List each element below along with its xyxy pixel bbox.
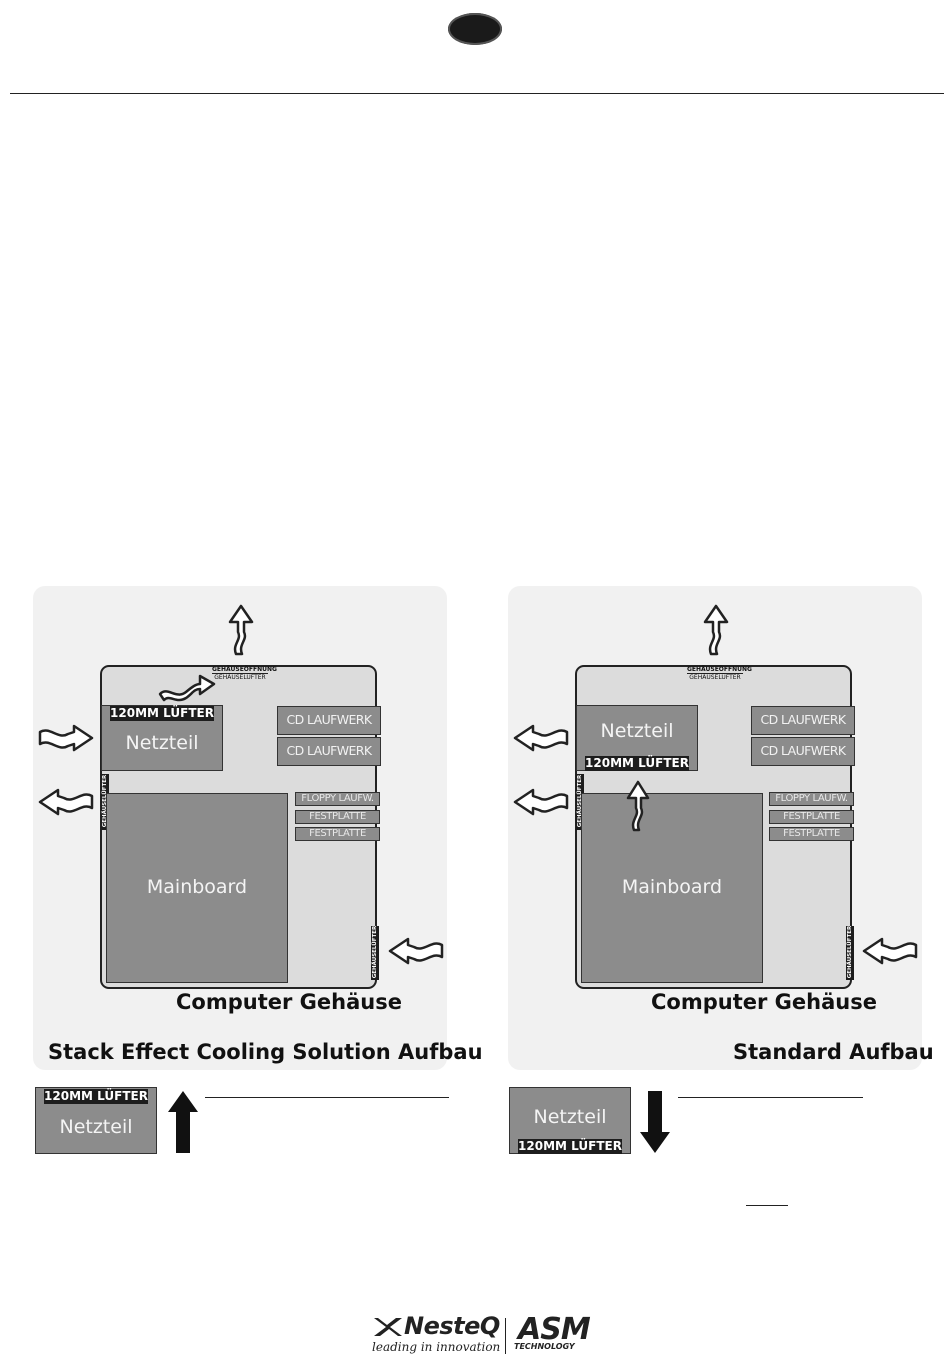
left-psu-label: Netzteil	[125, 732, 199, 754]
left-hdd-2: FESTPLATTE	[295, 827, 380, 841]
right-side-fan-lower: GEHÄUSELÜFTER	[846, 925, 854, 980]
left-legend-line	[205, 1097, 449, 1098]
nesteq-logo-mark	[374, 1318, 402, 1336]
left-side-fan-upper: GEHÄUSELÜFTER	[101, 774, 109, 830]
left-mainboard-label: Mainboard	[146, 876, 248, 898]
right-psu-fan-tag: 120MM LÜFTER	[585, 756, 689, 771]
airflow-arrow-icon	[703, 604, 729, 656]
right-cd-drive-1: CD LAUFWERK	[751, 706, 855, 735]
left-panel-title: Stack Effect Cooling Solution Aufbau	[48, 1040, 483, 1064]
right-legend-psu-label: Netzteil	[533, 1106, 607, 1128]
left-case-title: Computer Gehäuse	[176, 990, 402, 1014]
airflow-arrow-icon	[513, 724, 569, 752]
nesteq-tagline: leading in innovation	[372, 1340, 501, 1354]
airflow-arrow-icon	[862, 937, 918, 965]
right-hdd-1: FESTPLATTE	[769, 810, 854, 824]
left-side-fan-lower: GEHÄUSELÜFTER	[371, 925, 379, 980]
airflow-arrow-icon	[158, 674, 216, 702]
left-mainboard	[106, 793, 288, 983]
right-vent-label: GEHÄUSEÖFFNUNG GEHÄUSELÜFTER	[687, 666, 752, 681]
left-psu-fan-tag: 120MM LÜFTER	[110, 706, 214, 721]
down-arrow-icon	[640, 1091, 670, 1153]
right-panel-title: Standard Aufbau	[733, 1040, 934, 1064]
right-mainboard-label: Mainboard	[621, 876, 723, 898]
asm-logo: ASM	[518, 1312, 591, 1347]
logo-divider	[505, 1318, 506, 1354]
airflow-arrow-icon	[388, 937, 444, 965]
nesteq-logo: NesteQ	[404, 1312, 500, 1340]
left-cd-drive-2: CD LAUFWERK	[277, 737, 381, 766]
short-underline	[746, 1205, 788, 1206]
right-legend-line	[678, 1097, 863, 1098]
up-arrow-icon	[168, 1091, 198, 1153]
airflow-arrow-icon	[626, 780, 650, 832]
airflow-arrow-icon	[38, 724, 94, 752]
right-mainboard	[581, 793, 763, 983]
header-rule	[10, 93, 944, 94]
right-side-fan-upper: GEHÄUSELÜFTER	[576, 774, 584, 830]
airflow-arrow-icon	[38, 788, 94, 816]
right-legend-fan-tag: 120MM LÜFTER	[518, 1139, 622, 1154]
airflow-arrow-icon	[513, 788, 569, 816]
airflow-arrow-icon	[228, 604, 254, 656]
left-cd-drive-1: CD LAUFWERK	[277, 706, 381, 735]
left-legend-psu-label: Netzteil	[59, 1116, 133, 1138]
left-hdd-1: FESTPLATTE	[295, 810, 380, 824]
right-floppy-drive: FLOPPY LAUFW.	[769, 792, 854, 806]
right-psu-label: Netzteil	[600, 720, 674, 742]
left-legend-fan-tag: 120MM LÜFTER	[44, 1089, 148, 1104]
asm-logo-subtitle: TECHNOLOGY	[514, 1342, 575, 1351]
right-case-title: Computer Gehäuse	[651, 990, 877, 1014]
right-hdd-2: FESTPLATTE	[769, 827, 854, 841]
right-cd-drive-2: CD LAUFWERK	[751, 737, 855, 766]
left-vent-label: GEHÄUSEÖFFNUNG GEHÄUSELÜFTER	[212, 666, 277, 681]
left-floppy-drive: FLOPPY LAUFW.	[295, 792, 380, 806]
page-marker-badge	[448, 13, 502, 45]
